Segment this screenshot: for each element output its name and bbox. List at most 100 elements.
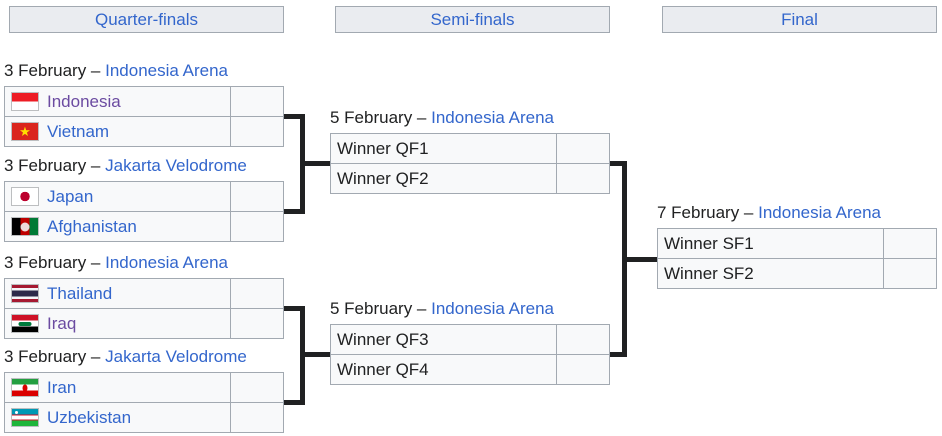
team-link-indonesia[interactable]: Indonesia: [47, 91, 121, 111]
match-table: Japan Afghanistan: [4, 181, 285, 242]
bracket-connector-line: [300, 306, 305, 405]
bracket-connector-line: [300, 114, 305, 214]
round-header-final: Final: [662, 6, 937, 33]
placeholder-team-label: Winner QF1: [337, 138, 429, 158]
venue-link-jakarta-velodrome[interactable]: Jakarta Velodrome: [105, 347, 247, 366]
team-row-uzbekistan: Uzbekistan: [4, 402, 285, 433]
match-table: Thailand Iraq: [4, 278, 285, 339]
team-link-uzbekistan[interactable]: Uzbekistan: [47, 407, 132, 427]
placeholder-team-label: Winner QF3: [337, 329, 429, 349]
team-row-japan: Japan: [4, 181, 285, 212]
match-table: Winner QF1 Winner QF2: [330, 133, 611, 194]
team-row-vietnam: Vietnam: [4, 116, 285, 147]
winner-row-qf1: Winner QF1: [330, 133, 611, 164]
bracket-connector-line: [627, 257, 657, 262]
match-table: Winner QF3 Winner QF4: [330, 324, 611, 385]
score-cell: [555, 324, 611, 355]
afghanistan-flag-icon: [11, 217, 39, 236]
score-cell: [882, 258, 938, 289]
score-cell: [882, 228, 938, 259]
team-row-iraq: Iraq: [4, 308, 285, 339]
match-date-text: 5 February –: [330, 108, 427, 127]
team-row-thailand: Thailand: [4, 278, 285, 309]
venue-link-jakarta-velodrome[interactable]: Jakarta Velodrome: [105, 156, 247, 175]
iran-flag-icon: [11, 378, 39, 397]
team-link-vietnam[interactable]: Vietnam: [47, 121, 110, 141]
round-header-quarter-finals: Quarter-finals: [9, 6, 284, 33]
match-date: 5 February – Indonesia Arena: [330, 299, 611, 319]
score-cell: [555, 354, 611, 385]
venue-link-indonesia-arena[interactable]: Indonesia Arena: [758, 203, 882, 222]
final-link[interactable]: Final: [781, 9, 818, 29]
team-link-thailand[interactable]: Thailand: [47, 283, 113, 303]
match-date: 5 February – Indonesia Arena: [330, 108, 611, 128]
winner-row-qf3: Winner QF3: [330, 324, 611, 355]
match-qf3: 3 February – Indonesia Arena Thailand Ir…: [4, 253, 285, 339]
thailand-flag-icon: [11, 284, 39, 303]
match-date: 3 February – Indonesia Arena: [4, 61, 285, 81]
team-link-afghanistan[interactable]: Afghanistan: [47, 216, 137, 236]
score-cell: [555, 133, 611, 164]
team-link-iraq[interactable]: Iraq: [47, 313, 77, 333]
semi-finals-link[interactable]: Semi-finals: [430, 9, 515, 29]
winner-row-sf1: Winner SF1: [657, 228, 938, 259]
team-row-iran: Iran: [4, 372, 285, 403]
venue-link-indonesia-arena[interactable]: Indonesia Arena: [105, 61, 229, 80]
score-cell: [229, 86, 285, 117]
match-date-text: 3 February –: [4, 156, 101, 175]
team-link-japan[interactable]: Japan: [47, 186, 94, 206]
match-qf1: 3 February – Indonesia Arena Indonesia V…: [4, 61, 285, 147]
bracket-connector-line: [610, 161, 622, 166]
match-date-text: 5 February –: [330, 299, 427, 318]
team-row-afghanistan: Afghanistan: [4, 211, 285, 242]
match-date: 7 February – Indonesia Arena: [657, 203, 938, 223]
match-date-text: 7 February –: [657, 203, 754, 222]
bracket-connector-line: [284, 209, 305, 214]
score-cell: [229, 402, 285, 433]
match-date-text: 3 February –: [4, 253, 101, 272]
bracket-connector-line: [284, 400, 305, 405]
bracket-connector-line: [284, 114, 305, 119]
score-cell: [555, 163, 611, 194]
team-link-iran[interactable]: Iran: [47, 377, 77, 397]
placeholder-team-label: Winner SF2: [664, 263, 754, 283]
match-sf2: 5 February – Indonesia Arena Winner QF3 …: [330, 299, 611, 385]
match-date: 3 February – Indonesia Arena: [4, 253, 285, 273]
match-qf4: 3 February – Jakarta Velodrome Iran Uzbe…: [4, 347, 285, 433]
match-table: Winner SF1 Winner SF2: [657, 228, 938, 289]
japan-flag-icon: [11, 187, 39, 206]
match-table: Iran Uzbekistan: [4, 372, 285, 433]
match-date: 3 February – Jakarta Velodrome: [4, 347, 285, 367]
match-qf2: 3 February – Jakarta Velodrome Japan Afg…: [4, 156, 285, 242]
score-cell: [229, 116, 285, 147]
match-date-text: 3 February –: [4, 347, 101, 366]
bracket-connector-line: [622, 161, 627, 357]
indonesia-flag-icon: [11, 92, 39, 111]
bracket-connector-line: [305, 161, 330, 166]
placeholder-team-label: Winner QF2: [337, 168, 429, 188]
venue-link-indonesia-arena[interactable]: Indonesia Arena: [105, 253, 229, 272]
round-header-semi-finals: Semi-finals: [335, 6, 610, 33]
bracket-connector-line: [610, 352, 622, 357]
match-date-text: 3 February –: [4, 61, 101, 80]
bracket-connector-line: [305, 352, 330, 357]
match-final: 7 February – Indonesia Arena Winner SF1 …: [657, 203, 938, 289]
team-row-indonesia: Indonesia: [4, 86, 285, 117]
winner-row-sf2: Winner SF2: [657, 258, 938, 289]
score-cell: [229, 211, 285, 242]
score-cell: [229, 181, 285, 212]
match-table: Indonesia Vietnam: [4, 86, 285, 147]
iraq-flag-icon: [11, 314, 39, 333]
score-cell: [229, 372, 285, 403]
uzbekistan-flag-icon: [11, 408, 39, 427]
placeholder-team-label: Winner QF4: [337, 359, 429, 379]
match-sf1: 5 February – Indonesia Arena Winner QF1 …: [330, 108, 611, 194]
venue-link-indonesia-arena[interactable]: Indonesia Arena: [431, 108, 555, 127]
venue-link-indonesia-arena[interactable]: Indonesia Arena: [431, 299, 555, 318]
placeholder-team-label: Winner SF1: [664, 233, 754, 253]
vietnam-flag-icon: [11, 122, 39, 141]
score-cell: [229, 308, 285, 339]
match-date: 3 February – Jakarta Velodrome: [4, 156, 285, 176]
quarter-finals-link[interactable]: Quarter-finals: [95, 9, 198, 29]
